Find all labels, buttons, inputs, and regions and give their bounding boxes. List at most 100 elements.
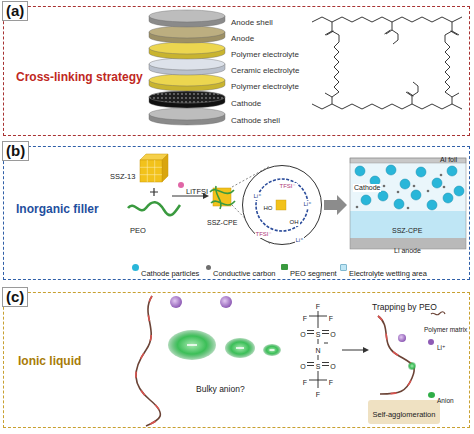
label-holder: S xyxy=(315,355,322,373)
text-holder: Inorganic filler xyxy=(16,199,99,217)
label-holder: Li anode xyxy=(394,239,421,257)
layer-label: Anode xyxy=(231,34,254,44)
atom-symbol: O xyxy=(299,331,306,339)
battery-cell xyxy=(350,163,466,211)
group-label: OH xyxy=(289,219,300,226)
battery-cell xyxy=(447,166,457,176)
battery-cell xyxy=(454,186,464,196)
atom-symbol: F xyxy=(302,379,308,387)
battery-cell xyxy=(386,165,396,175)
cell-part-label: Cathode xyxy=(353,184,381,192)
label-holder: Polymer electrolyte xyxy=(231,43,299,61)
label-holder: O xyxy=(329,323,336,341)
panel-title: Ionic liquid xyxy=(18,354,81,368)
polymer-chain xyxy=(378,316,414,394)
ion-label: Li⁺ xyxy=(253,193,263,200)
cell-stack xyxy=(149,91,225,103)
label-holder: SSZ-CPE xyxy=(392,219,422,237)
peo-chain xyxy=(128,202,180,215)
label-holder: Bulky anion? xyxy=(196,378,245,396)
atom-symbol: F xyxy=(315,303,321,311)
litfsi-dot xyxy=(178,182,184,188)
atom-symbol: O xyxy=(329,331,336,339)
plus-sign xyxy=(150,188,158,196)
atom-symbol: O xyxy=(329,363,336,371)
label-holder: O xyxy=(329,355,336,373)
cell-part-label: Li anode xyxy=(394,247,421,255)
label-holder: Cathode shell xyxy=(231,109,280,127)
label-holder: F xyxy=(328,307,334,325)
atom-symbol: N xyxy=(314,347,321,355)
battery-cell xyxy=(407,207,410,210)
process-arrow xyxy=(324,195,347,215)
lithium-ion xyxy=(220,296,232,308)
layer-label: Ceramic electrolyte xyxy=(231,66,299,76)
polymer-structure xyxy=(312,17,462,109)
battery-cell xyxy=(355,166,365,176)
cell-part-label: Al foil xyxy=(440,156,457,164)
text-holder: Polymer matrix xyxy=(424,318,467,336)
polymer-structure xyxy=(325,42,339,104)
legend-line-sample xyxy=(431,312,445,315)
atom-symbol: F xyxy=(302,315,308,323)
cell-stack xyxy=(149,108,225,120)
label-holder: Ceramic electrolyte xyxy=(231,59,299,77)
battery-cell xyxy=(383,185,386,188)
zeolite-cube xyxy=(140,154,168,182)
label-holder: O xyxy=(299,355,306,373)
peo-chain xyxy=(128,202,180,215)
polymer-ring xyxy=(243,166,321,244)
polymer-ring xyxy=(256,179,308,231)
panel-tag: (b) xyxy=(2,141,29,161)
text-holder: (b) xyxy=(2,141,29,161)
text-holder: PEO segment xyxy=(290,262,337,280)
text-holder: Conductive carbon xyxy=(213,262,276,280)
battery-cell xyxy=(416,167,426,177)
label-holder: S xyxy=(315,323,322,341)
zeolite-cube xyxy=(162,154,168,182)
material-label: SSZ-13 xyxy=(110,172,135,181)
cell-stack xyxy=(149,91,225,103)
polymer-structure xyxy=(445,22,459,42)
trapping-arrow xyxy=(342,350,364,351)
polymer-structure xyxy=(312,17,462,22)
panel-title: Cross-linking strategy xyxy=(16,70,143,84)
text-holder: Li⁺ xyxy=(437,336,446,354)
cell-stack xyxy=(149,74,225,86)
label-holder: F xyxy=(315,295,321,313)
polymer-structure xyxy=(406,82,418,104)
text-holder: Li⁺ xyxy=(295,228,305,246)
battery-cell xyxy=(394,199,404,209)
polymer-chain xyxy=(378,316,414,394)
polymer-chain xyxy=(136,296,160,426)
label-holder: SSZ-13 xyxy=(110,165,135,183)
legend-text: Anion xyxy=(437,397,454,405)
battery-cell xyxy=(440,174,443,177)
layer-label: Cathode xyxy=(231,99,261,109)
zeolite-cube xyxy=(140,160,162,182)
group-label: HO xyxy=(263,205,274,212)
label-holder: LiTFSI xyxy=(186,180,208,198)
annotation: Trapping by PEO xyxy=(372,302,437,312)
legend-swatch xyxy=(281,264,288,270)
atom-symbol: F xyxy=(328,315,334,323)
battery-cell xyxy=(413,185,416,188)
legend-swatch xyxy=(132,264,139,271)
label-holder: Cathode xyxy=(353,176,381,194)
polymer-chain xyxy=(136,296,160,426)
zoom-circle: TFSI⁻Li⁺Li⁺HOOHTFSI⁻Li⁺ xyxy=(242,165,322,245)
battery-cell xyxy=(432,178,442,188)
ion-label: Li⁺ xyxy=(295,237,305,244)
text-holder: Li⁺ xyxy=(303,192,313,210)
plus-sign xyxy=(150,188,158,196)
atom-symbol: S xyxy=(315,331,322,339)
label-holder: Al foil xyxy=(440,148,457,166)
battery-cell xyxy=(400,179,410,189)
label-holder: F xyxy=(302,371,308,389)
panel-tag: (c) xyxy=(2,287,28,307)
cell-stack xyxy=(149,58,225,70)
cell-stack xyxy=(149,10,225,22)
label-holder: Polymer electrolyte xyxy=(231,75,299,93)
